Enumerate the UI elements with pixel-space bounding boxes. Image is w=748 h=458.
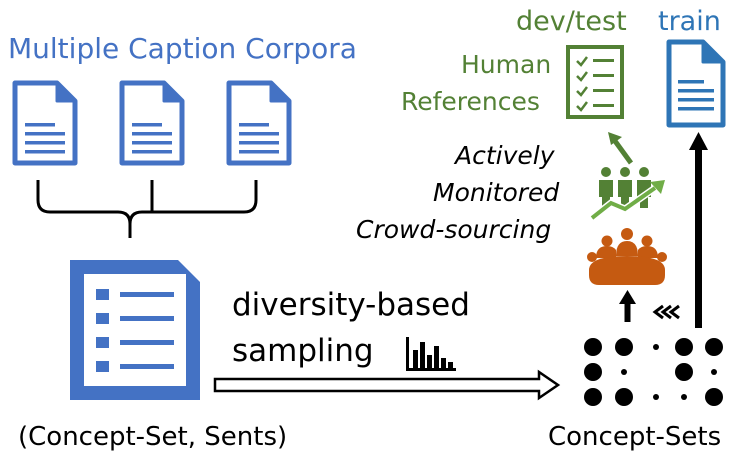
train-document-icon xyxy=(666,39,726,128)
concept-set-sents-label: (Concept-Set, Sents) xyxy=(18,422,288,452)
people-growth-icon xyxy=(589,167,665,221)
document-icon-2 xyxy=(122,83,182,163)
crowd-label-line3: Crowd-sourcing xyxy=(356,215,552,244)
meeting-icon xyxy=(587,228,667,285)
merge-bracket xyxy=(36,180,258,238)
concept-sets-label: Concept-Sets xyxy=(548,422,722,452)
crowd-label-line1: Actively xyxy=(455,141,555,170)
dot-grid-icon xyxy=(584,338,723,406)
devtest-label: dev/test xyxy=(516,6,627,37)
sampling-label-line2: sampling xyxy=(232,333,374,369)
bar-chart-icon xyxy=(406,337,456,371)
document-icon-1 xyxy=(15,83,75,163)
list-document-icon xyxy=(70,260,200,400)
up-left-arrow-icon xyxy=(608,132,634,165)
hollow-arrow-icon xyxy=(213,369,561,401)
human-refs-line2: References xyxy=(401,87,540,116)
up-arrow-icon-train xyxy=(689,132,708,328)
train-label: train xyxy=(658,6,721,37)
checklist-icon xyxy=(566,45,624,119)
triple-chevron-icon xyxy=(652,304,680,320)
document-icon-3 xyxy=(229,83,289,163)
sampling-label-line1: diversity-based xyxy=(232,287,470,323)
crowd-label-line2: Monitored xyxy=(433,178,560,207)
up-arrow-icon-crowd xyxy=(619,290,636,322)
corpora-title: Multiple Caption Corpora xyxy=(8,32,357,65)
human-refs-line1: Human xyxy=(461,50,552,79)
